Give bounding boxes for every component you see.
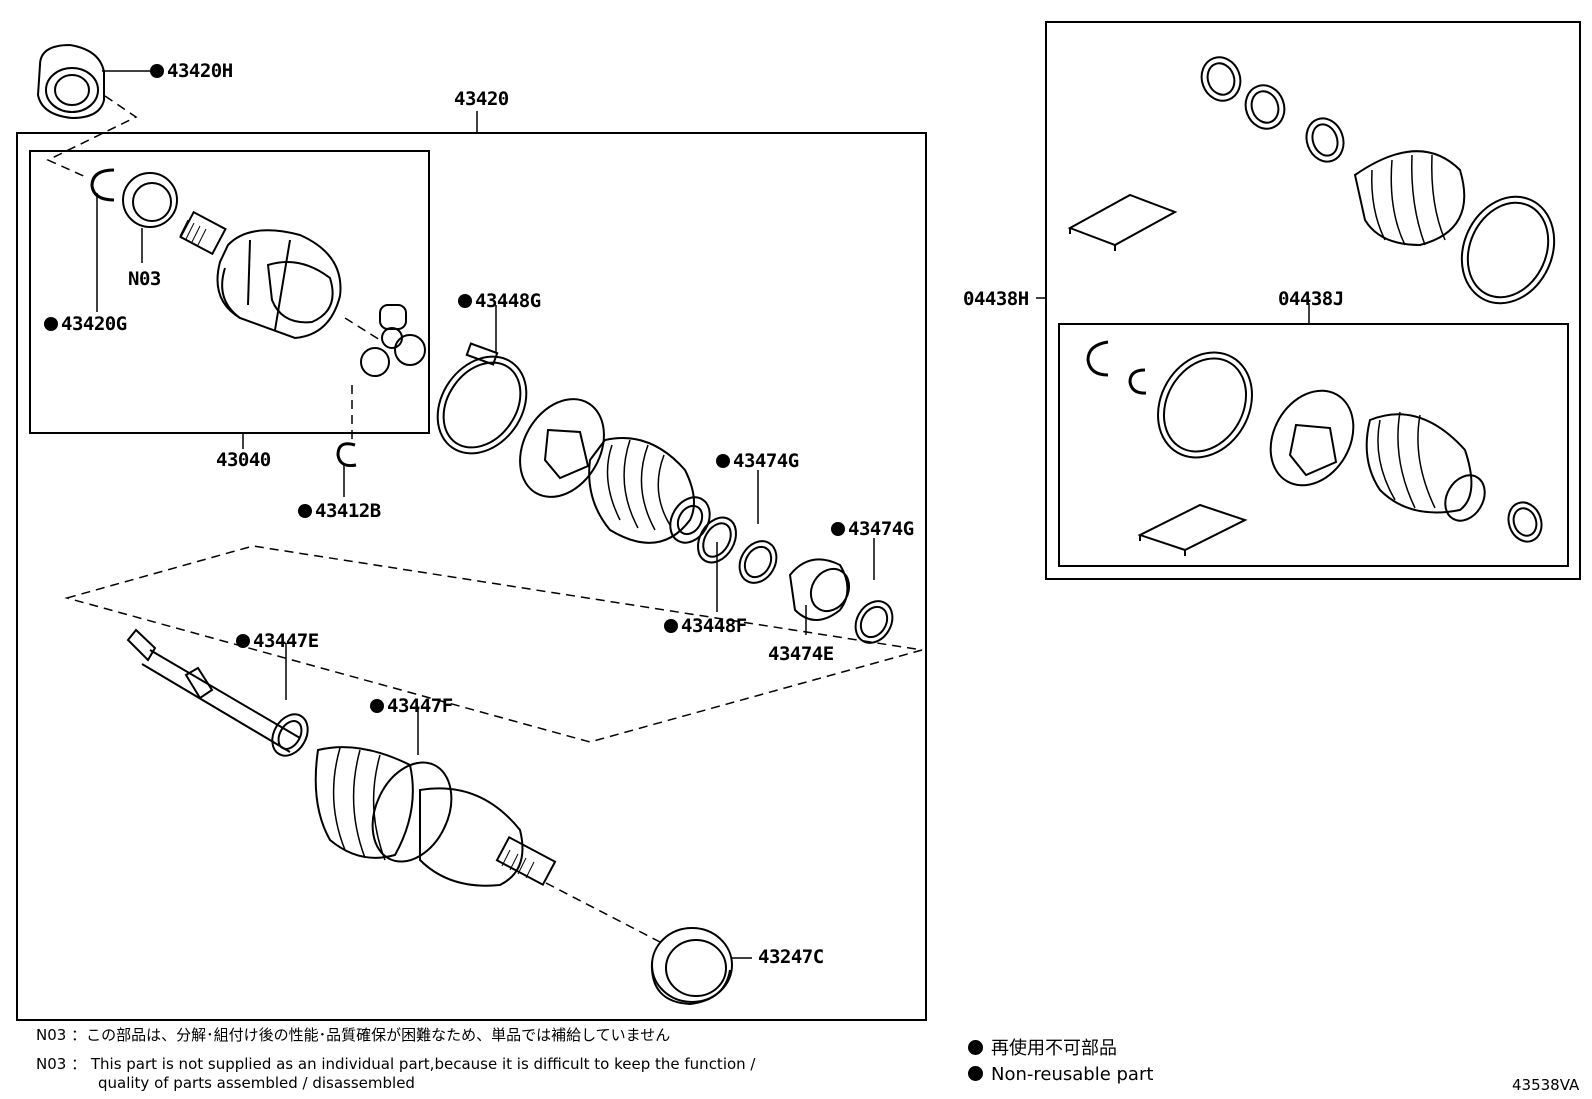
frame-43040 — [29, 150, 430, 434]
label-43474G-a: 43474G — [716, 452, 799, 471]
snap-ring-43420G — [90, 168, 115, 202]
frame-04438H — [1045, 21, 1581, 580]
clamp-43474G-a — [738, 540, 778, 584]
outboard-boot — [314, 746, 557, 887]
non-reusable-dot-icon — [458, 294, 472, 308]
clamp-43448G — [436, 342, 528, 455]
label-43420: 43420 — [454, 88, 509, 110]
label-43040: 43040 — [216, 449, 271, 471]
note-en-1: N03 ： This part is not supplied as an in… — [36, 1057, 756, 1072]
note-jp-code: N03 — [36, 1026, 67, 1044]
label-04438J: 04438J — [1278, 288, 1344, 310]
frame-04438J — [1058, 323, 1569, 567]
ring-n03 — [122, 172, 178, 228]
seal-43420H — [36, 43, 105, 120]
kit-04438H-parts — [1067, 56, 1556, 305]
non-reusable-dot-icon — [298, 504, 312, 518]
non-reusable-dot-icon — [968, 1066, 983, 1081]
drive-shaft — [126, 628, 301, 753]
label-43420H: 43420H — [150, 62, 233, 81]
label-43412B: 43412B — [298, 502, 381, 521]
clamp-43474G-b — [854, 600, 894, 644]
non-reusable-dot-icon — [716, 454, 730, 468]
non-reusable-dot-icon — [44, 317, 58, 331]
label-n03: N03 — [128, 268, 161, 290]
damper-43474E — [788, 558, 851, 621]
clamp-43448F — [697, 516, 737, 564]
label-43448G: 43448G — [458, 292, 541, 311]
non-reusable-dot-icon — [370, 699, 384, 713]
inboard-boot — [519, 398, 711, 544]
non-reusable-dot-icon — [236, 634, 250, 648]
label-43447F: 43447F — [370, 697, 453, 716]
leader-lines — [96, 70, 1310, 959]
inboard-joint-43040 — [179, 210, 342, 340]
label-04438H: 04438H — [963, 288, 1029, 310]
frame-43420 — [16, 132, 927, 1021]
kit-04438J-parts — [1086, 340, 1543, 556]
figure-code: 43538VA — [1512, 1076, 1580, 1094]
non-reusable-dot-icon — [831, 522, 845, 536]
snap-ring-43412B — [336, 442, 357, 467]
non-reusable-dot-icon — [664, 619, 678, 633]
label-43474G-b: 43474G — [831, 520, 914, 539]
legend-jp: 再使用不可部品 — [968, 1040, 1117, 1058]
seal-43247C — [650, 927, 733, 1006]
label-43247C: 43247C — [758, 946, 824, 968]
label-43420G: 43420G — [44, 315, 127, 334]
legend-en: Non-reusable part — [968, 1066, 1153, 1084]
note-jp-text: ：この部品は、分解･組付け後の性能･品質確保が困難なため、単品では補給していませ… — [71, 1026, 671, 1044]
clamp-43447E — [271, 713, 309, 757]
note-en-code: N03 — [36, 1055, 67, 1073]
note-en-text: ： This part is not supplied as an indivi… — [71, 1055, 756, 1073]
dashed-guides — [46, 95, 923, 943]
non-reusable-dot-icon — [150, 64, 164, 78]
tripod — [360, 304, 426, 377]
label-43447E: 43447E — [236, 632, 319, 651]
label-43448F: 43448F — [664, 617, 747, 636]
note-en-2: quality of parts assembled / disassemble… — [98, 1074, 415, 1092]
label-43474E: 43474E — [768, 643, 834, 665]
non-reusable-dot-icon — [968, 1040, 983, 1055]
note-jp: N03 ：この部品は、分解･組付け後の性能･品質確保が困難なため、単品では補給し… — [36, 1028, 670, 1043]
